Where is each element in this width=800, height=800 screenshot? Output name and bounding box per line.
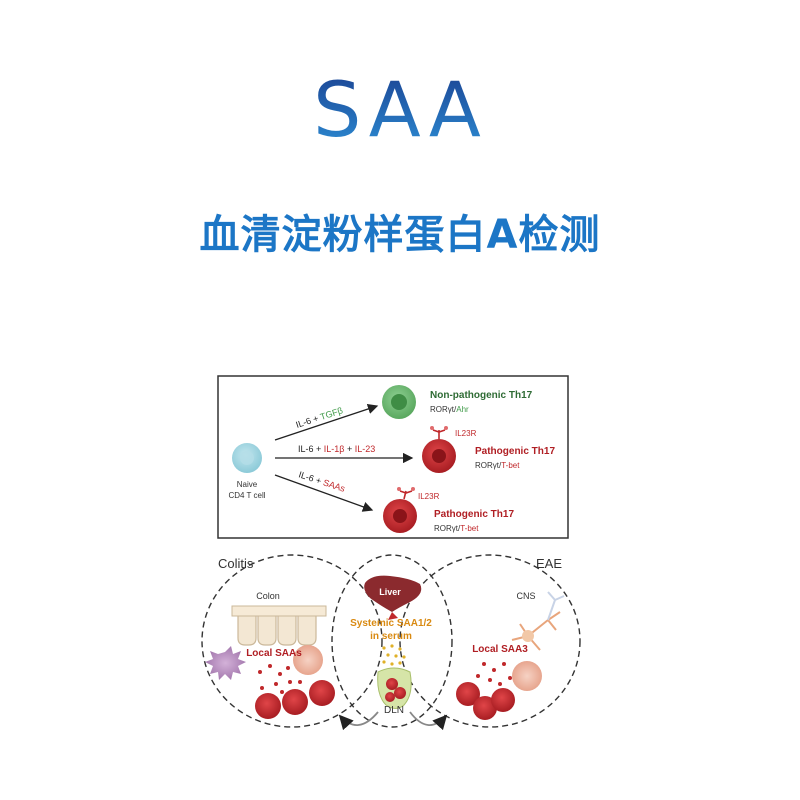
th17-cell-left-2 xyxy=(282,689,308,715)
il23r-label-1: IL23R xyxy=(455,429,477,438)
pathogenic-th17-cell-2 xyxy=(383,487,417,533)
local-saa-dots-left xyxy=(258,664,302,694)
migration-arrow-left xyxy=(338,711,379,731)
disease-panel: Colitis EAE Colon Liver Systemic SAA1/2 … xyxy=(201,554,581,731)
colitis-cells xyxy=(205,645,335,719)
neuron-icon xyxy=(511,591,565,651)
title-text: SAA xyxy=(313,65,487,154)
eae-cells xyxy=(456,591,565,720)
th17-cell-right-2 xyxy=(473,696,497,720)
th17-cell-left-3 xyxy=(255,693,281,719)
eae-region xyxy=(399,554,581,728)
local-saa-dots-right xyxy=(476,662,512,686)
pink-cell-right xyxy=(512,661,542,691)
naive-label-line2: CD4 T cell xyxy=(228,491,265,500)
pathogenic-markers-2: RORγt/T-bet xyxy=(434,524,479,533)
pathogenic-label-2: Pathogenic Th17 xyxy=(434,509,514,520)
page-title: SAA xyxy=(0,70,800,150)
pink-cell-left xyxy=(293,645,323,675)
arrow-to-nonpathogenic xyxy=(274,403,379,441)
page-subtitle: 血清淀粉样蛋白A检测 xyxy=(199,212,601,258)
migration-arrow-right xyxy=(409,711,448,731)
colitis-label: Colitis xyxy=(218,556,254,571)
th17-cell-left-1 xyxy=(309,680,335,706)
colon-villi xyxy=(231,605,327,646)
naive-label-line1: Naive xyxy=(237,480,258,489)
pathogenic-label-1: Pathogenic Th17 xyxy=(475,446,555,457)
il23r-label-2: IL23R xyxy=(418,492,440,501)
liver-icon xyxy=(364,575,422,620)
nonpathogenic-label: Non-pathogenic Th17 xyxy=(430,390,533,401)
systemic-saa-line2: in serum xyxy=(370,631,412,642)
purple-myeloid-cell xyxy=(205,646,246,680)
dln-label: DLN xyxy=(384,705,404,716)
nonpathogenic-th17-cell xyxy=(382,385,416,419)
pathogenic-th17-cell-1 xyxy=(422,426,456,473)
pathogenic-markers-1: RORγt/T-bet xyxy=(475,461,520,470)
colon-label: Colon xyxy=(256,591,280,601)
arrow-to-pathogenic-2 xyxy=(274,474,374,512)
th17-cell-right-1 xyxy=(456,682,480,706)
cns-label: CNS xyxy=(516,591,535,601)
eae-label: EAE xyxy=(536,556,562,571)
systemic-saa-line1: Systemic SAA1/2 xyxy=(350,618,432,629)
colitis-region xyxy=(201,554,383,728)
th17-cell-right-3 xyxy=(491,688,515,712)
condition-2: IL-6 + IL-1β + IL-23 xyxy=(298,444,375,454)
liver-label: Liver xyxy=(379,587,401,597)
lymph-node-icon xyxy=(377,667,412,709)
naive-cd4-cell xyxy=(232,443,262,473)
nonpathogenic-markers: RORγt/Ahr xyxy=(430,405,469,414)
serum-saa-dots xyxy=(382,644,406,666)
differentiation-panel: Naive CD4 T cell IL-6 + TGFβ IL-6 + IL-1… xyxy=(217,375,569,539)
local-saas-label: Local SAAs xyxy=(246,648,302,659)
local-saa3-label: Local SAA3 xyxy=(472,644,528,655)
systemic-region xyxy=(331,554,453,728)
